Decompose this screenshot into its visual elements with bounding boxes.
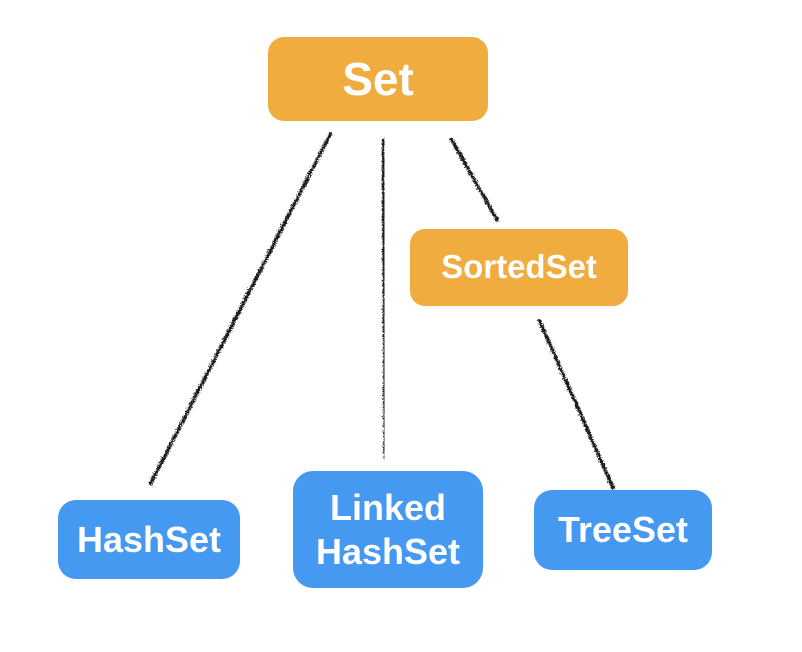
node-hashset: HashSet [58,500,240,579]
node-linkedhashset-label-line2: HashSet [315,530,461,572]
node-sortedset: SortedSet [410,229,628,306]
node-linkedhashset-label-line1: Linked [329,486,446,528]
node-hashset-label: HashSet [76,518,222,560]
edge-set-linkedhashset [380,137,386,458]
edge-sortedset-treeset [536,317,614,489]
node-treeset: TreeSet [534,490,712,570]
node-set: Set [268,37,488,121]
node-sortedset-label: SortedSet [441,248,597,286]
node-set-label: Set [342,52,414,105]
node-treeset-label: TreeSet [557,509,689,551]
edge-set-sortedset [448,136,498,221]
edge-set-hashset [147,131,331,485]
node-linkedhashset: Linked HashSet [293,471,483,588]
